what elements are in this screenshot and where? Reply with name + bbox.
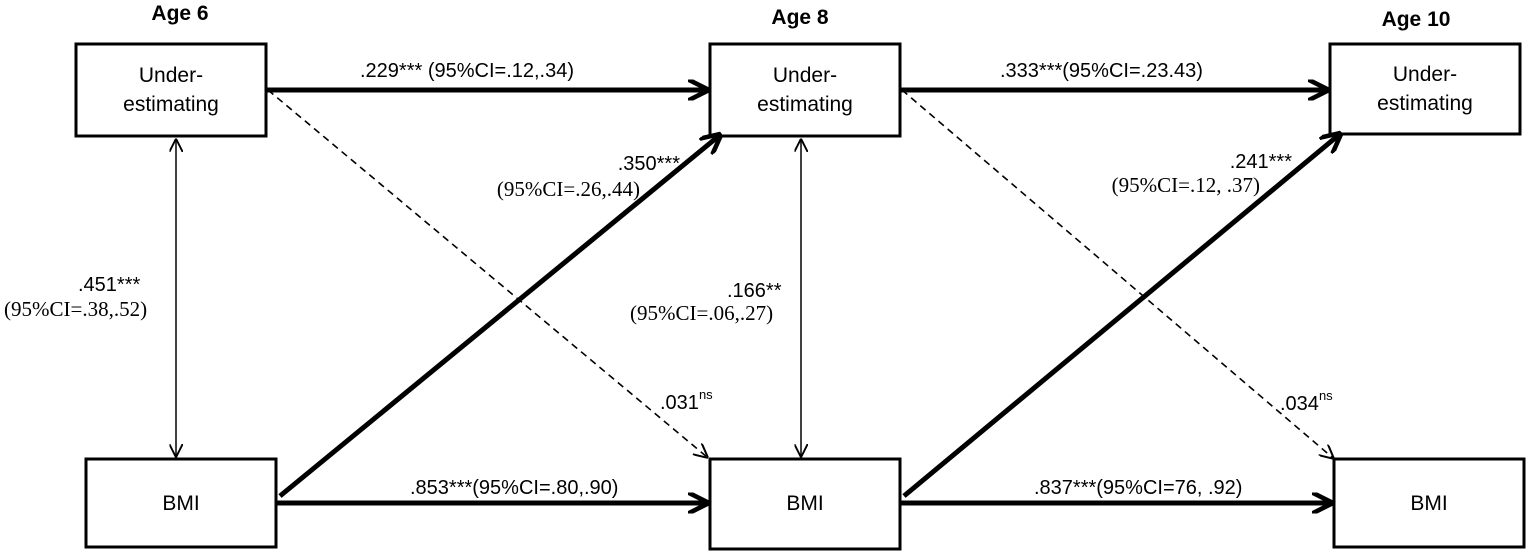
under-age6-line2: estimating <box>123 93 219 116</box>
path-under8-to-bmi10 <box>901 89 1333 458</box>
bmi-age8-box: BMI <box>708 457 902 551</box>
under-age6-box: Under- estimating <box>74 42 268 138</box>
label-bmi6-to-bmi8: .853***(95%CI=.80,.90) <box>410 477 618 499</box>
age-8-label: Age 8 <box>771 6 829 29</box>
label-bmi6-to-under8-coef: .350*** <box>618 153 680 175</box>
label-bmi8-to-under10-ci: (95%CI=.12, .37) <box>1112 173 1260 197</box>
under-age8-line1: Under- <box>773 64 837 87</box>
path-under6-to-bmi8 <box>267 89 707 457</box>
label-under6-to-under8: .229*** (95%CI=.12,.34) <box>360 60 574 82</box>
label-corr8-ci: (95%CI=.06,.27) <box>630 301 773 325</box>
bmi-age10-box: BMI <box>1332 457 1526 549</box>
under-age6-line1: Under- <box>139 64 203 87</box>
path-bmi8-to-under10 <box>902 134 1340 498</box>
bmi-age8-label: BMI <box>786 492 823 515</box>
under-age10-line2: estimating <box>1377 92 1473 115</box>
label-bmi8-to-under10-coef: .241*** <box>1230 151 1292 173</box>
under-age8-line2: estimating <box>757 93 853 116</box>
label-bmi8-to-bmi10: .837***(95%CI=76, .92) <box>1034 477 1242 499</box>
label-under8-to-bmi10-coef: .034 <box>1280 393 1319 415</box>
age-6-label: Age 6 <box>151 2 208 25</box>
label-bmi6-to-under8-ci: (95%CI=.26,.44) <box>497 177 640 201</box>
under-age10-line1: Under- <box>1393 63 1457 86</box>
label-under8-to-bmi10: .034ns <box>1280 388 1333 415</box>
bmi-age10-label: BMI <box>1410 492 1447 515</box>
under-age8-box: Under- estimating <box>708 42 902 138</box>
path-bmi6-to-under8 <box>278 135 720 498</box>
label-under6-to-bmi8-sig: ns <box>699 387 713 402</box>
under-age10-box: Under- estimating <box>1328 42 1522 136</box>
label-under6-to-bmi8-coef: .031 <box>660 392 699 414</box>
bmi-age6-box: BMI <box>84 457 278 549</box>
label-under6-to-bmi8: .031ns <box>660 387 713 414</box>
label-corr6-ci: (95%CI=.38,.52) <box>4 297 147 321</box>
label-corr8-coef: .166** <box>727 280 782 302</box>
label-corr6-coef: .451*** <box>78 274 140 296</box>
label-under8-to-under10: .333***(95%CI=.23.43) <box>1000 60 1203 82</box>
bmi-age6-label: BMI <box>162 492 199 515</box>
age-10-label: Age 10 <box>1382 8 1451 31</box>
label-under8-to-bmi10-sig: ns <box>1319 388 1333 403</box>
